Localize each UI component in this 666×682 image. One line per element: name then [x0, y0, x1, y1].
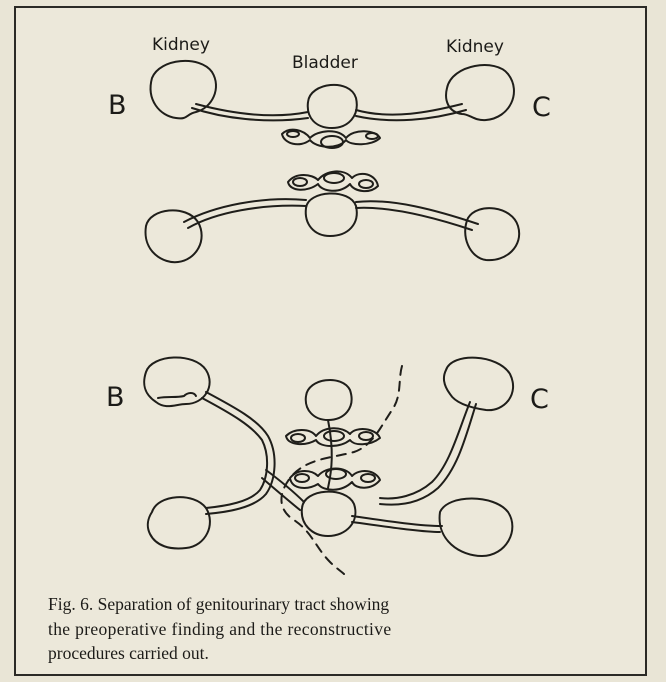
right-kidney-mid — [465, 208, 519, 260]
bladder-top — [308, 85, 357, 128]
reconstruction-diagram — [144, 357, 513, 574]
left-kidney-top — [151, 61, 216, 118]
right-ureter-long-inner — [380, 404, 476, 505]
stoma-opening — [361, 474, 375, 482]
right-kidney-lower — [444, 358, 513, 410]
left-ureter-cross — [206, 392, 275, 514]
letter-b-bottom: B — [106, 382, 125, 413]
kidney-left-label: Kidney — [152, 35, 210, 55]
right-ureter-top — [356, 104, 462, 115]
bladder-mid — [306, 193, 357, 236]
stoma-opening — [295, 474, 309, 482]
kidney-right-label: Kidney — [446, 37, 504, 57]
right-ureter-mid-inner — [356, 208, 472, 230]
letter-c-bottom: C — [530, 384, 549, 415]
letter-c-top: C — [532, 92, 551, 123]
right-kidney-bottom — [440, 499, 513, 557]
letter-b-top: B — [108, 90, 127, 121]
left-ureter-mid-inner — [188, 206, 306, 228]
stoma-opening — [366, 133, 378, 139]
stoma-opening — [324, 173, 344, 183]
stoma-opening — [293, 178, 307, 186]
bladder-bottom — [302, 492, 356, 536]
left-kidney-lower — [144, 357, 209, 406]
right-ureter-top-inner — [356, 110, 466, 120]
stoma-opening — [324, 431, 344, 441]
figure-caption: Fig. 6. Separation of genitourinary trac… — [48, 592, 608, 666]
bladder-lower — [306, 380, 352, 420]
right-ureter-long — [380, 402, 470, 498]
left-ureter-cross-inner — [202, 398, 267, 508]
preoperative-diagram — [146, 61, 520, 262]
stoma-opening — [359, 432, 373, 440]
stoma-opening — [359, 180, 373, 188]
caption-line-1: Fig. 6. Separation of genitourinary trac… — [48, 592, 608, 617]
left-kidney-bottom — [148, 497, 210, 548]
caption-line-2: the preoperative finding and the reconst… — [48, 617, 608, 642]
stoma-opening — [287, 131, 299, 137]
stoma-opening — [291, 434, 305, 442]
right-ureter-mid — [356, 201, 478, 224]
left-ureter-lower-stump — [158, 393, 196, 398]
bladder-label: Bladder — [292, 53, 358, 73]
right-ureter-bottom-inner — [352, 522, 440, 532]
caption-line-3: procedures carried out. — [48, 641, 608, 666]
